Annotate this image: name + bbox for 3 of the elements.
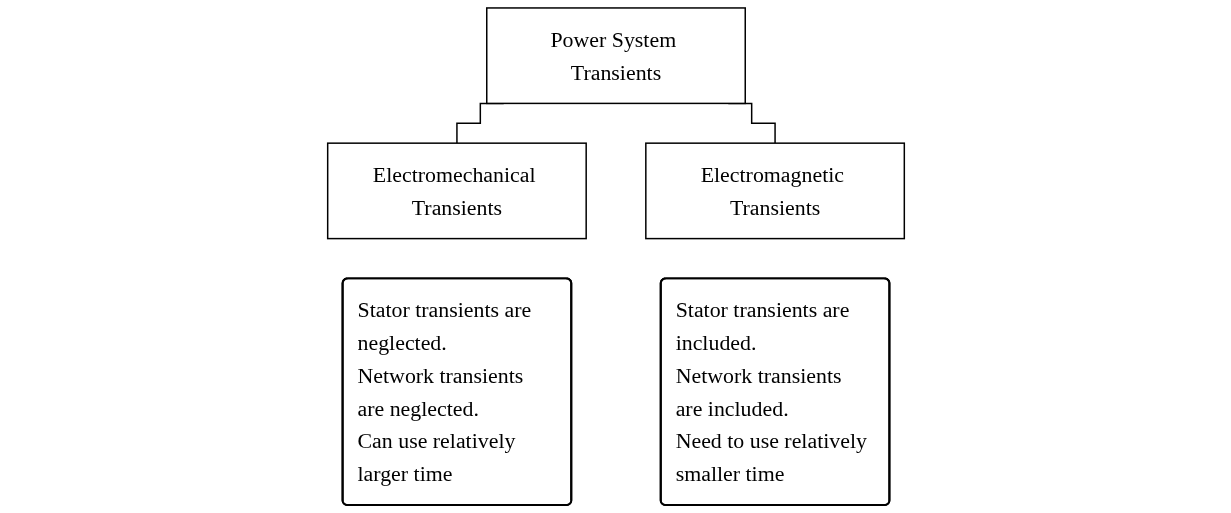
node-box: Electromagnetic Transients (644, 142, 905, 240)
node-box: Electromechanical Transients (326, 142, 587, 240)
node-box: Power System Transients (485, 7, 746, 105)
